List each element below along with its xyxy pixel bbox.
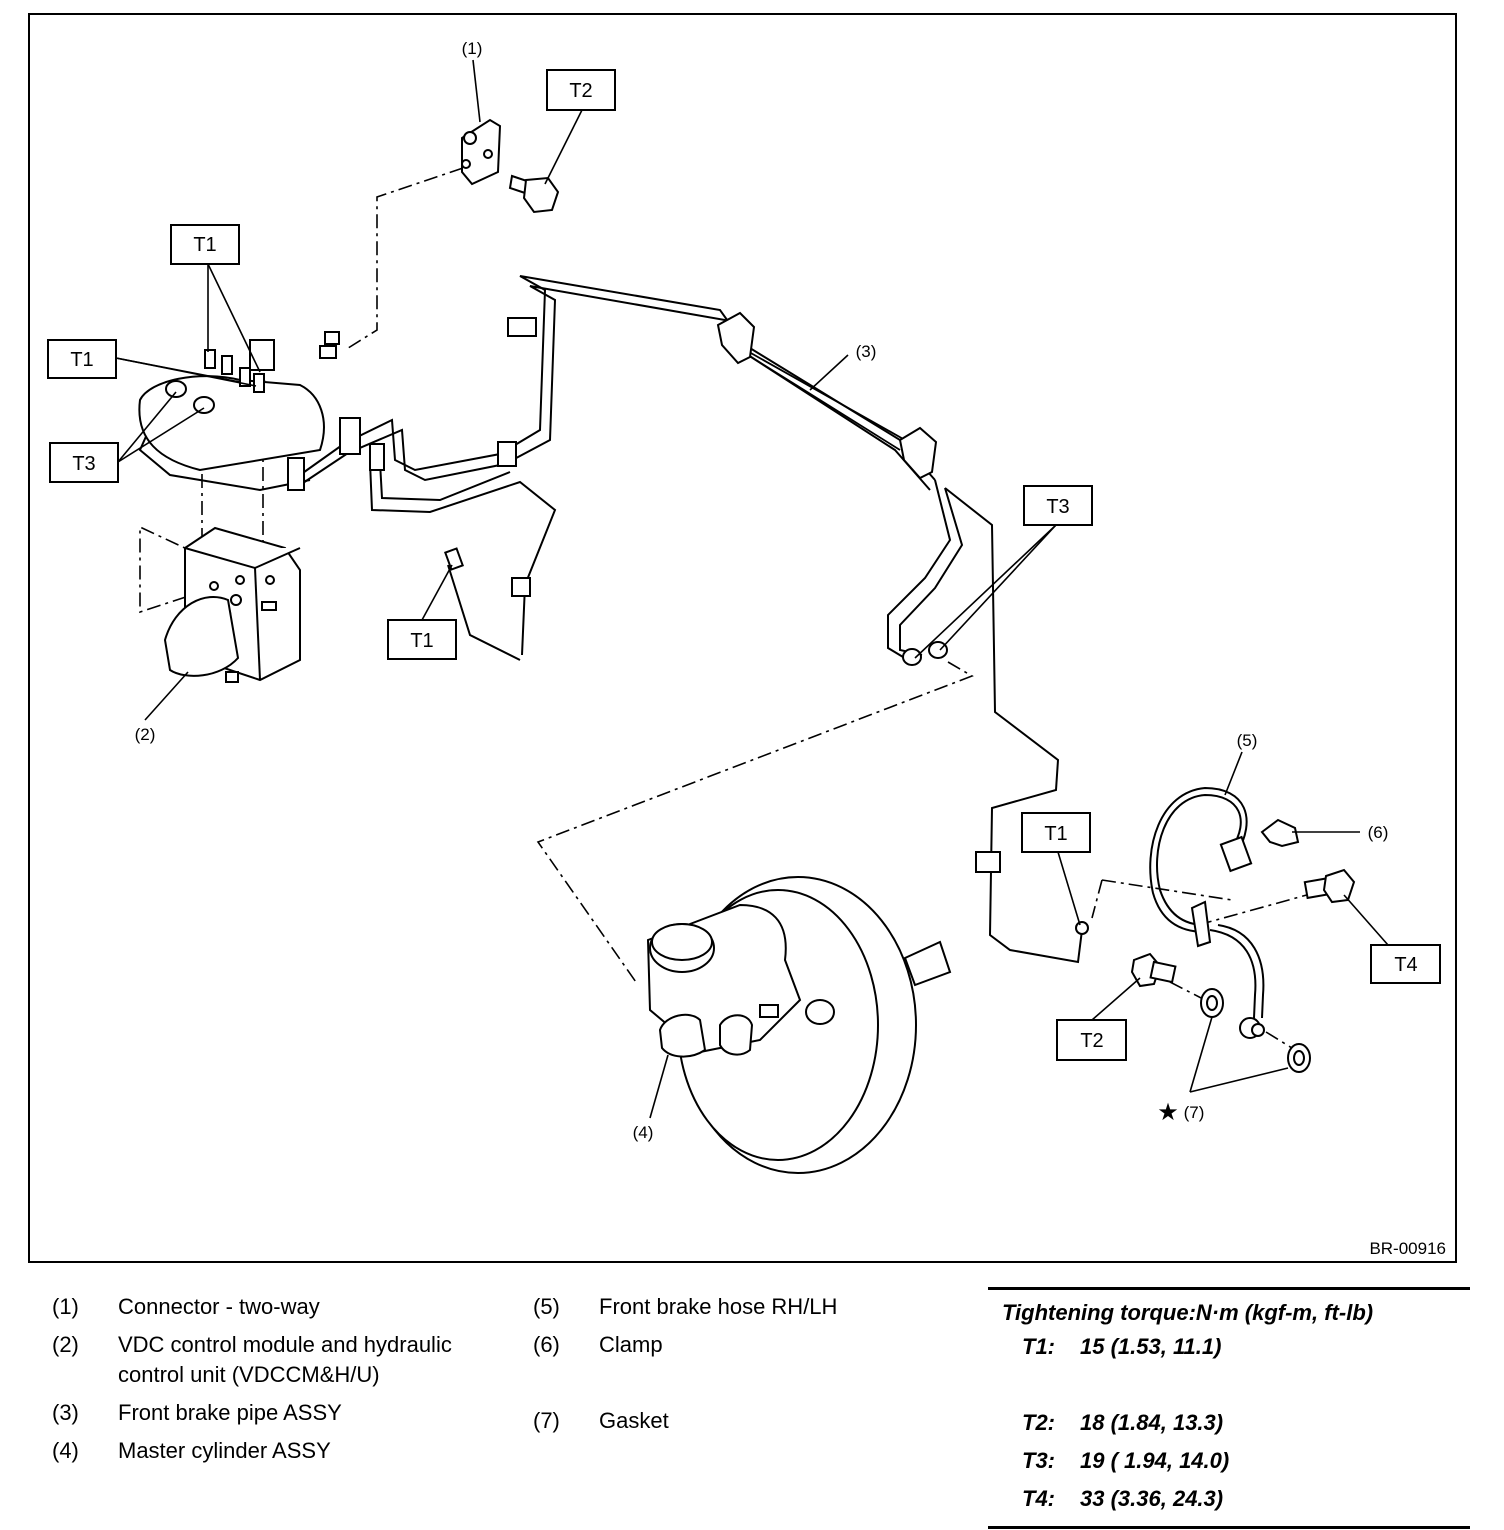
torque-table: Tightening torque:N·m (kgf-m, ft-lb) T1:… <box>988 1287 1470 1529</box>
legend-text: Master cylinder ASSY <box>118 1438 331 1463</box>
callout-1: (1) <box>462 39 483 58</box>
callout-6: (6) <box>1368 823 1389 842</box>
torque-key: T3: <box>1022 1448 1055 1473</box>
legend-number: (7) <box>533 1408 560 1433</box>
bolt-top <box>508 174 560 214</box>
pipe-end-fittings <box>444 547 1089 935</box>
legend-text: Front brake hose RH/LH <box>599 1294 838 1319</box>
pipe-clips <box>287 317 1001 873</box>
bolt-t2-bottom <box>1130 952 1177 988</box>
torque-key: T1: <box>1022 1334 1055 1359</box>
diagram-code: BR-00916 <box>1369 1239 1446 1258</box>
tag-t1-left: T1 <box>70 349 93 371</box>
tag-t2-top: T2 <box>569 80 592 102</box>
clamp <box>1260 818 1300 848</box>
legend-item: (6) Clamp <box>533 1330 979 1360</box>
torque-value: 15 (1.53, 11.1) <box>1080 1334 1222 1359</box>
front-brake-hose <box>1149 786 1265 1019</box>
tag-t4: T4 <box>1394 954 1417 976</box>
legend-middle-column: (5) Front brake hose RH/LH (6) Clamp (7)… <box>533 1292 979 1444</box>
tag-t1-center: T1 <box>410 630 433 652</box>
legend-text: Gasket <box>599 1408 669 1433</box>
tag-t1-upper: T1 <box>193 234 216 256</box>
torque-value: 18 (1.84, 13.3) <box>1080 1410 1224 1435</box>
torque-row: T2: 18 (1.84, 13.3) <box>988 1408 1470 1438</box>
legend-spacer <box>533 1368 979 1398</box>
leader-lines <box>115 59 1389 1119</box>
gaskets <box>1200 988 1311 1073</box>
legend-text: Front brake pipe ASSY <box>118 1400 342 1425</box>
callout-7: (7) <box>1184 1103 1205 1122</box>
callout-5: (5) <box>1237 731 1258 750</box>
legend-number: (1) <box>52 1294 79 1319</box>
brake-pipe-3 <box>741 347 906 451</box>
tag-t3-left: T3 <box>72 453 95 475</box>
legend-item: (3) Front brake pipe ASSY <box>52 1398 518 1428</box>
legend-item: (2) VDC control module and hydraulic con… <box>52 1330 518 1390</box>
brake-hose-fittings <box>1190 835 1265 1039</box>
torque-row: T1: 15 (1.53, 11.1) <box>988 1332 1470 1362</box>
legend-number: (6) <box>533 1332 560 1357</box>
torque-key: T4: <box>1022 1486 1055 1511</box>
legend-item: (1) Connector - two-way <box>52 1292 518 1322</box>
connector-two-way <box>461 118 502 186</box>
callout-2: (2) <box>135 725 156 744</box>
legend-text: Clamp <box>599 1332 663 1357</box>
legend-text: Connector - two-way <box>118 1294 320 1319</box>
torque-spacer <box>988 1370 1470 1400</box>
torque-value: 33 (3.36, 24.3) <box>1080 1486 1224 1511</box>
diagram-frame <box>28 13 1457 1263</box>
tag-t2-bottom: T2 <box>1080 1030 1103 1052</box>
legend-number: (3) <box>52 1400 79 1425</box>
legend-number: (5) <box>533 1294 560 1319</box>
legend-item: (5) Front brake hose RH/LH <box>533 1292 979 1322</box>
tag-t3-right: T3 <box>1046 496 1069 518</box>
callout-3: (3) <box>856 342 877 361</box>
pipe-joints <box>716 311 938 480</box>
torque-title: Tightening torque:N·m (kgf-m, ft-lb) <box>1002 1300 1374 1325</box>
brake-line-diagram: T2 T1 T1 T3 T1 T3 T1 T4 T2 (1) (2) (3) (… <box>28 13 1457 1263</box>
master-cylinder-booster <box>646 876 952 1174</box>
star-icon: ★ <box>1157 1099 1179 1126</box>
legend-number: (2) <box>52 1332 79 1357</box>
torque-row: T4: 33 (3.36, 24.3) <box>988 1484 1470 1514</box>
legend-item: (7) Gasket <box>533 1406 979 1436</box>
torque-row: T3: 19 ( 1.94, 14.0) <box>988 1446 1470 1476</box>
torque-key: T2: <box>1022 1410 1055 1435</box>
callout-4: (4) <box>633 1123 654 1142</box>
torque-tag-boxes <box>47 69 1441 1061</box>
legend-text: VDC control module and hydraulic control… <box>118 1332 452 1387</box>
hydraulic-unit-fittings <box>138 331 340 472</box>
legend-item: (4) Master cylinder ASSY <box>52 1436 518 1466</box>
tag-t1-right: T1 <box>1044 823 1067 845</box>
vdc-hydraulic-unit <box>163 526 301 683</box>
legend-left-column: (1) Connector - two-way (2) VDC control … <box>52 1292 518 1474</box>
legend-number: (4) <box>52 1438 79 1463</box>
torque-value: 19 ( 1.94, 14.0) <box>1080 1448 1230 1473</box>
